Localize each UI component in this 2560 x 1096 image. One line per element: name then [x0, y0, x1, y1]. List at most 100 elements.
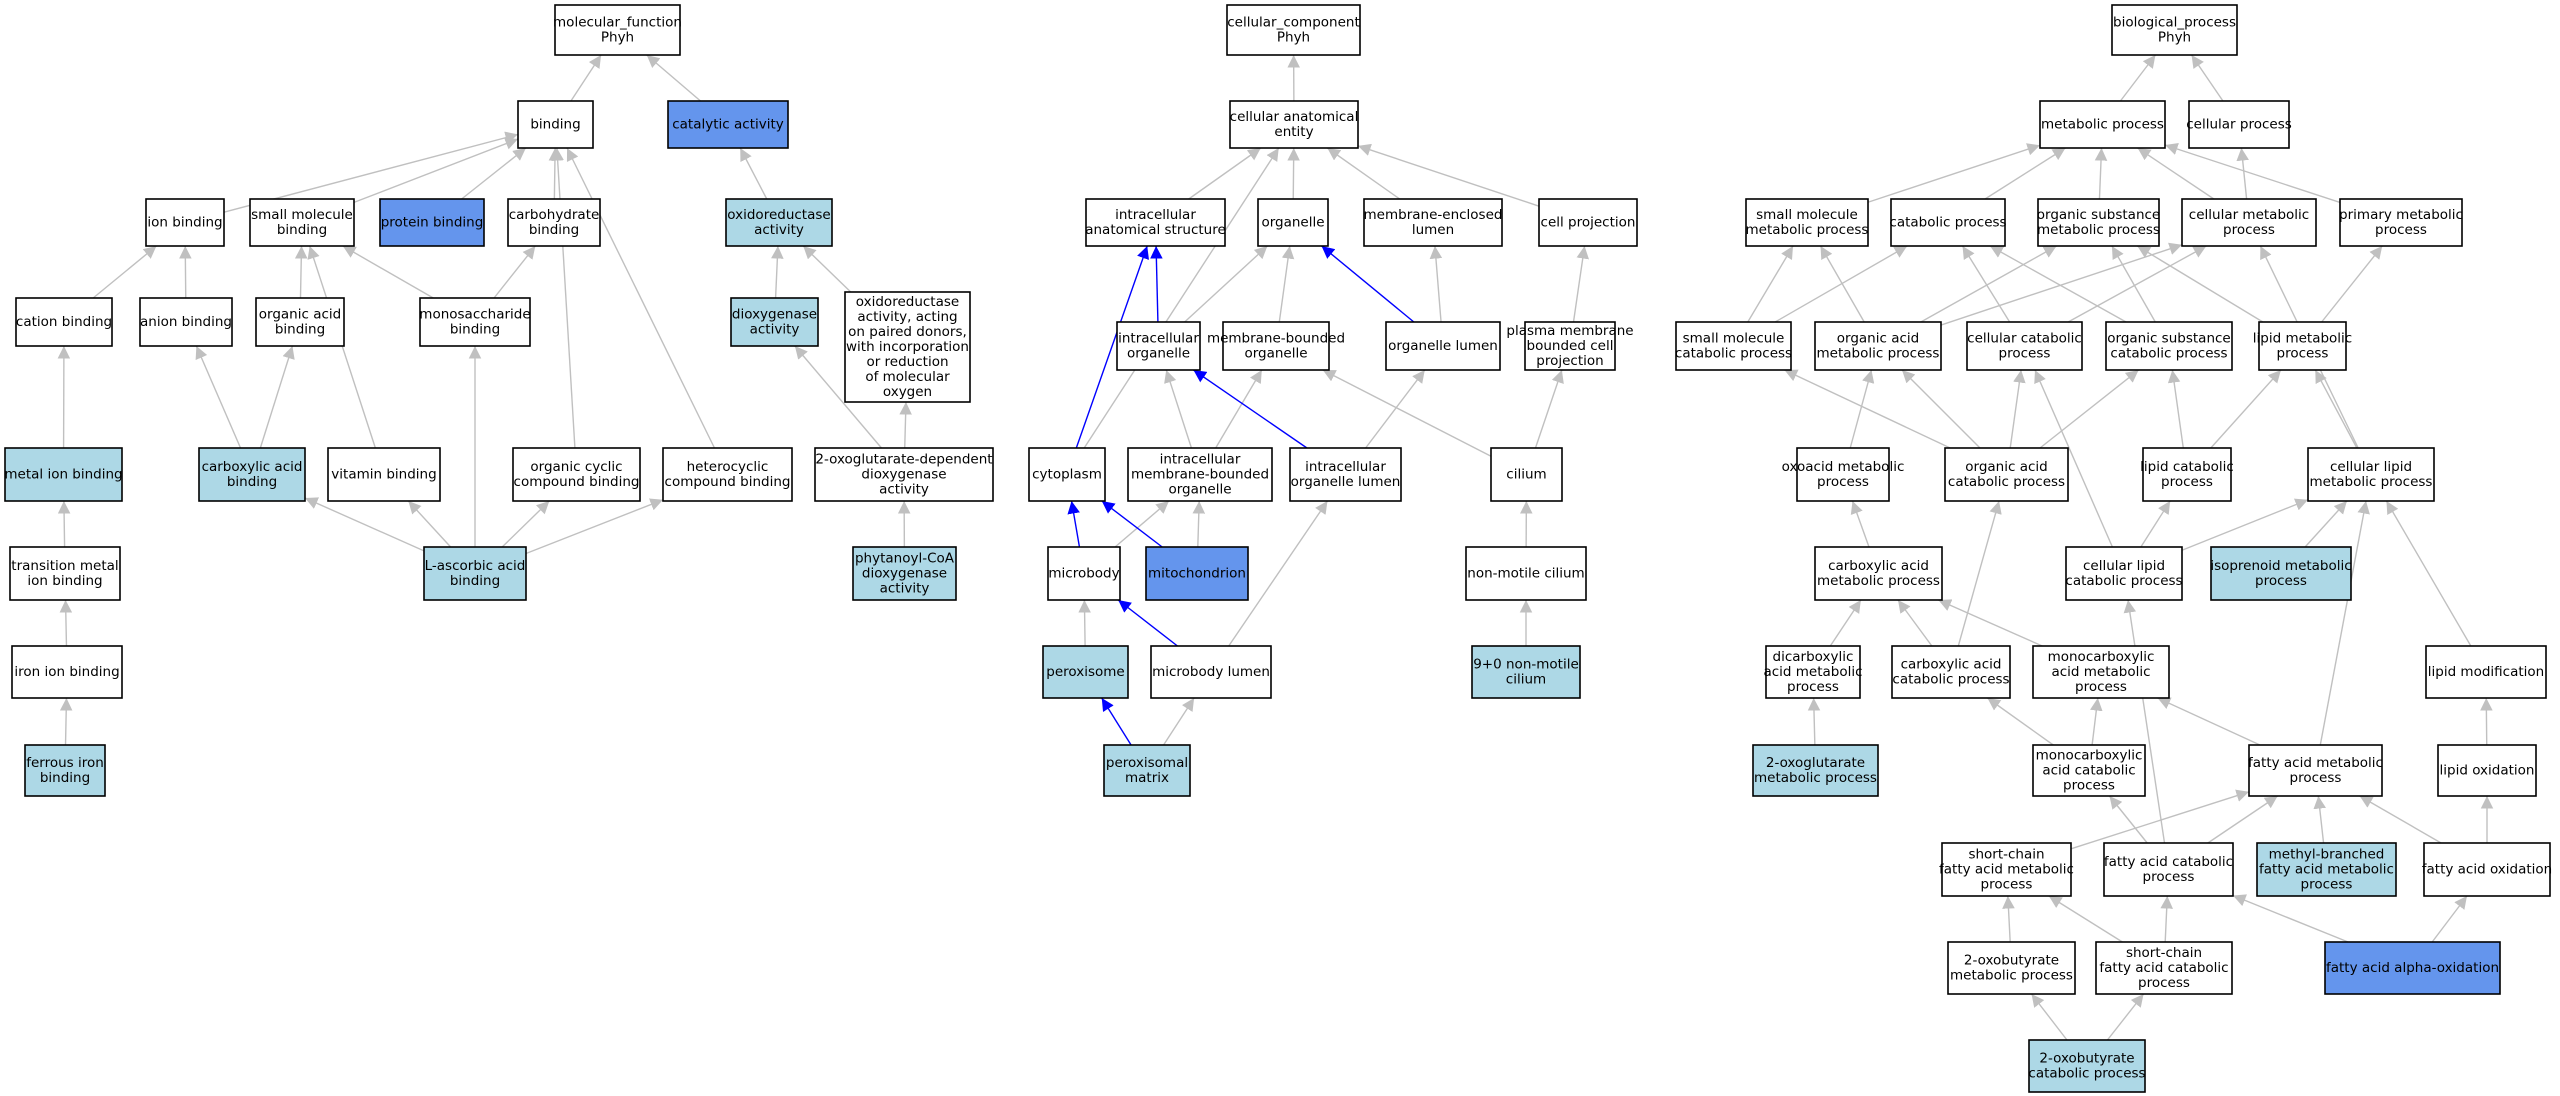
term-node-organelle[interactable]: organelle — [1257, 198, 1329, 247]
term-label: organelle lumen — [1291, 474, 1401, 490]
edge-scfamp-to-famp — [2070, 789, 2250, 850]
term-box — [2188, 100, 2290, 149]
term-node-cellproj[interactable]: cell projection — [1538, 198, 1638, 247]
term-node-lipox[interactable]: lipid oxidation — [2437, 744, 2537, 797]
term-node-lipmod[interactable]: lipid modification — [2425, 645, 2547, 699]
edge-ascb-to-vitb — [407, 500, 452, 548]
term-node-metalb[interactable]: metal ion binding — [4, 447, 123, 502]
term-node-perox[interactable]: peroxisome — [1042, 645, 1129, 699]
term-node-catalytic[interactable]: catalytic activity — [667, 100, 789, 149]
edge-peroxmatrix-to-mblumen — [1162, 697, 1195, 746]
term-node-metproc[interactable]: metabolic process — [2039, 100, 2166, 149]
term-node-cytoplasm[interactable]: cytoplasm — [1028, 447, 1106, 502]
term-label: 2-oxobutyrate — [1964, 953, 2059, 969]
term-box — [1363, 198, 1503, 247]
term-label: lipid metabolic — [2253, 331, 2352, 347]
term-node-mblumen[interactable]: microbody lumen — [1150, 645, 1272, 699]
term-node-ionb[interactable]: ion binding — [145, 198, 225, 247]
term-node-vitb[interactable]: vitamin binding — [327, 447, 441, 502]
term-label: process — [2138, 975, 2190, 991]
term-node-faox[interactable]: fatty acid oxidation — [2422, 842, 2553, 897]
edge-mito-to-cytoplasm — [1101, 500, 1163, 548]
term-label: oxidoreductase — [856, 294, 959, 310]
term-label: oxygen — [883, 384, 932, 400]
term-node-orglumen[interactable]: organelle lumen — [1385, 321, 1501, 371]
term-node-ironb[interactable]: iron ion binding — [11, 645, 123, 699]
term-node-protb[interactable]: protein binding — [379, 198, 485, 247]
term-label: process — [2075, 679, 2127, 695]
term-node-cellproc[interactable]: cellular process — [2186, 100, 2292, 149]
term-label: process — [1817, 474, 1869, 490]
term-node-mito[interactable]: mitochondrion — [1145, 546, 1249, 601]
term-node-nmcilium[interactable]: non-motile cilium — [1465, 546, 1587, 601]
term-node-oxoglut[interactable]: 2-oxoglutarate-dependentdioxygenaseactiv… — [814, 447, 994, 502]
term-node-binding[interactable]: binding — [517, 100, 594, 149]
term-node-catproc[interactable]: catabolic process — [1889, 198, 2007, 247]
term-node-cationb[interactable]: cation binding — [15, 297, 113, 347]
term-node-faalpha[interactable]: fatty acid alpha-oxidation — [2324, 941, 2501, 995]
term-node-cilium[interactable]: cilium — [1490, 447, 1563, 502]
term-label: fatty acid metabolic — [1939, 862, 2074, 878]
term-node-microbody[interactable]: microbody — [1047, 546, 1121, 601]
edge-metproc-to-bp — [2119, 54, 2157, 102]
term-node-anionb[interactable]: anion binding — [139, 297, 233, 347]
term-label: organelle lumen — [1388, 338, 1498, 354]
edge-smcp-to-smmp — [1747, 245, 1794, 323]
